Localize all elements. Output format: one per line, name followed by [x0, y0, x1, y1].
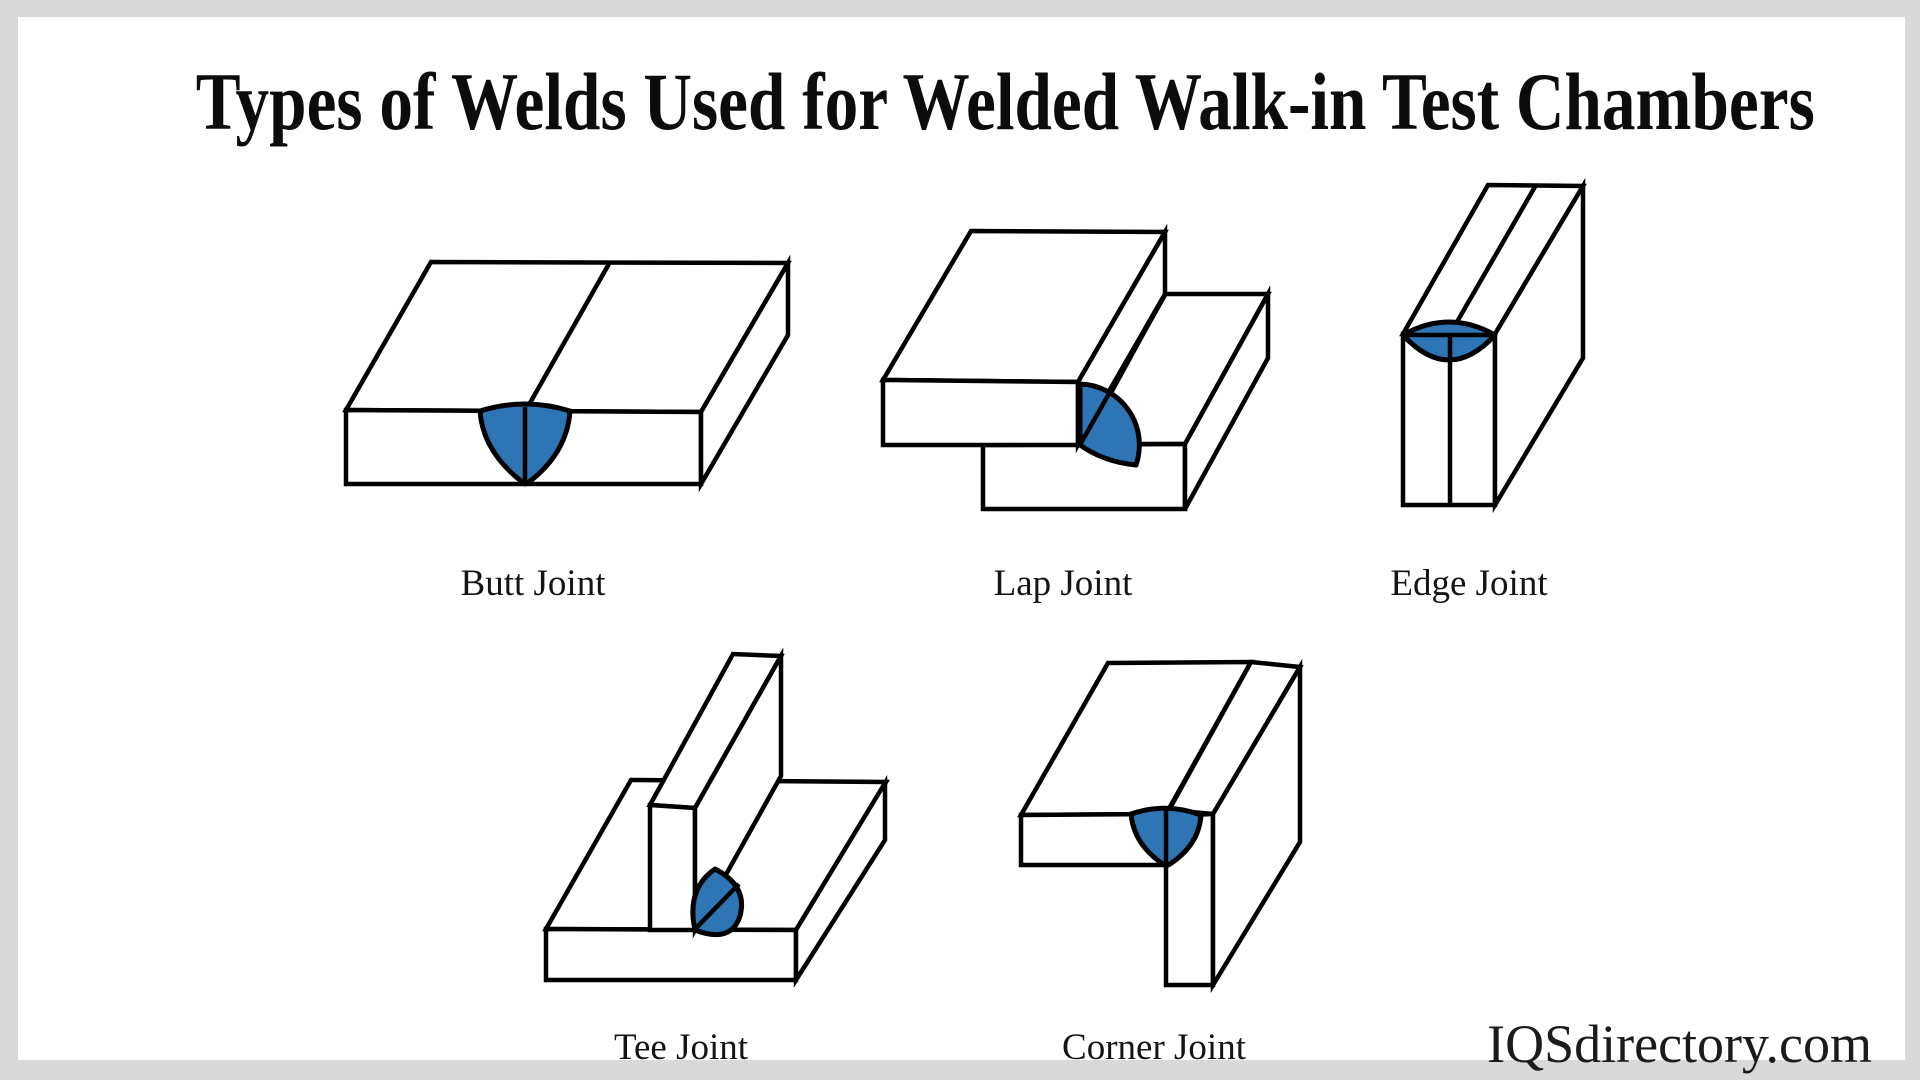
lap-joint-label: Lap Joint [993, 563, 1133, 604]
lap-upper-front-face [880, 377, 1081, 448]
butt-slab-right-face [698, 254, 791, 493]
lap-seam-line [1079, 293, 1167, 445]
diagram-card: Types of Welds Used for Welded Walk-in T… [18, 17, 1905, 1071]
tee-base-front-face [543, 926, 799, 983]
lap-joint-diagram [879, 223, 1272, 512]
lap-weld-bead [1077, 381, 1142, 468]
edge-joint-label: Edge Joint [1390, 563, 1548, 604]
corner-plate-right-face [1210, 658, 1303, 994]
tee-joint-label: Tee Joint [613, 1027, 749, 1068]
watermark-text: IQSdirectory.com [1487, 1014, 1872, 1074]
tee-wall-front-face [647, 802, 698, 933]
edge-right-face [1492, 177, 1586, 514]
tee-seam-line [695, 882, 741, 929]
butt-joint-diagram [342, 254, 792, 493]
page-title: Types of Welds Used for Welded Walk-in T… [18, 56, 1905, 147]
corner-joint-diagram [1017, 658, 1304, 994]
edge-joint-diagram [1399, 177, 1587, 514]
tee-base-right-face [793, 774, 888, 988]
butt-seam-top-line [524, 260, 612, 412]
tee-joint-diagram [542, 647, 890, 988]
page-title-text: Types of Welds Used for Welded Walk-in T… [195, 56, 1815, 147]
edge-seam-top-line [1448, 183, 1538, 336]
lap-lower-right-face [1182, 285, 1271, 511]
corner-joint-label: Corner Joint [1062, 1027, 1246, 1068]
lap-lower-front-face [980, 441, 1188, 512]
butt-joint-label: Butt Joint [460, 563, 606, 604]
